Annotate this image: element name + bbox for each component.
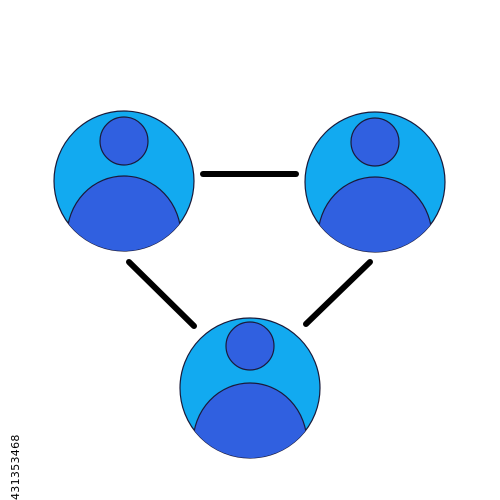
connector-line-right	[303, 259, 373, 327]
avatar-head	[225, 321, 275, 371]
user-avatar-icon	[304, 111, 446, 253]
stock-image-id: 431353468	[9, 434, 22, 500]
avatar-head	[99, 116, 149, 166]
avatar-body	[192, 382, 308, 458]
connector-line-left	[126, 259, 197, 329]
user-avatar-icon	[53, 110, 195, 252]
user-avatar-icon	[179, 317, 321, 459]
avatar-body	[66, 175, 182, 251]
avatar-head	[350, 117, 400, 167]
avatar-body	[317, 176, 433, 252]
